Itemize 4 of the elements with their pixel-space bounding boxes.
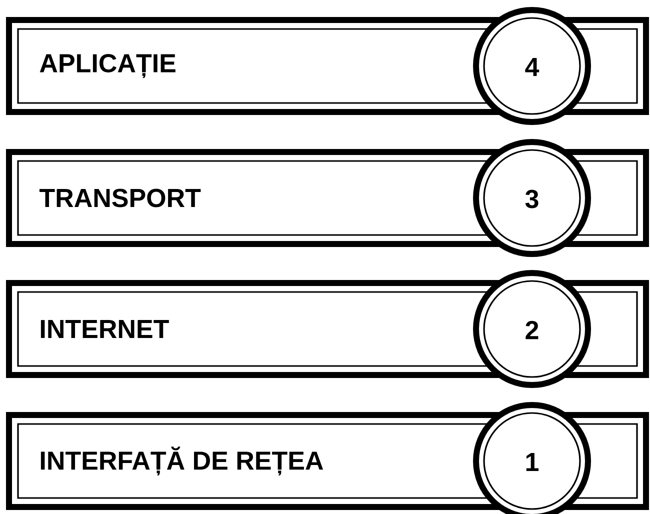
node-label: 3: [525, 190, 538, 208]
node-label: 1: [526, 453, 539, 471]
node-label: 4: [525, 58, 540, 76]
node-label: 2: [526, 320, 538, 340]
